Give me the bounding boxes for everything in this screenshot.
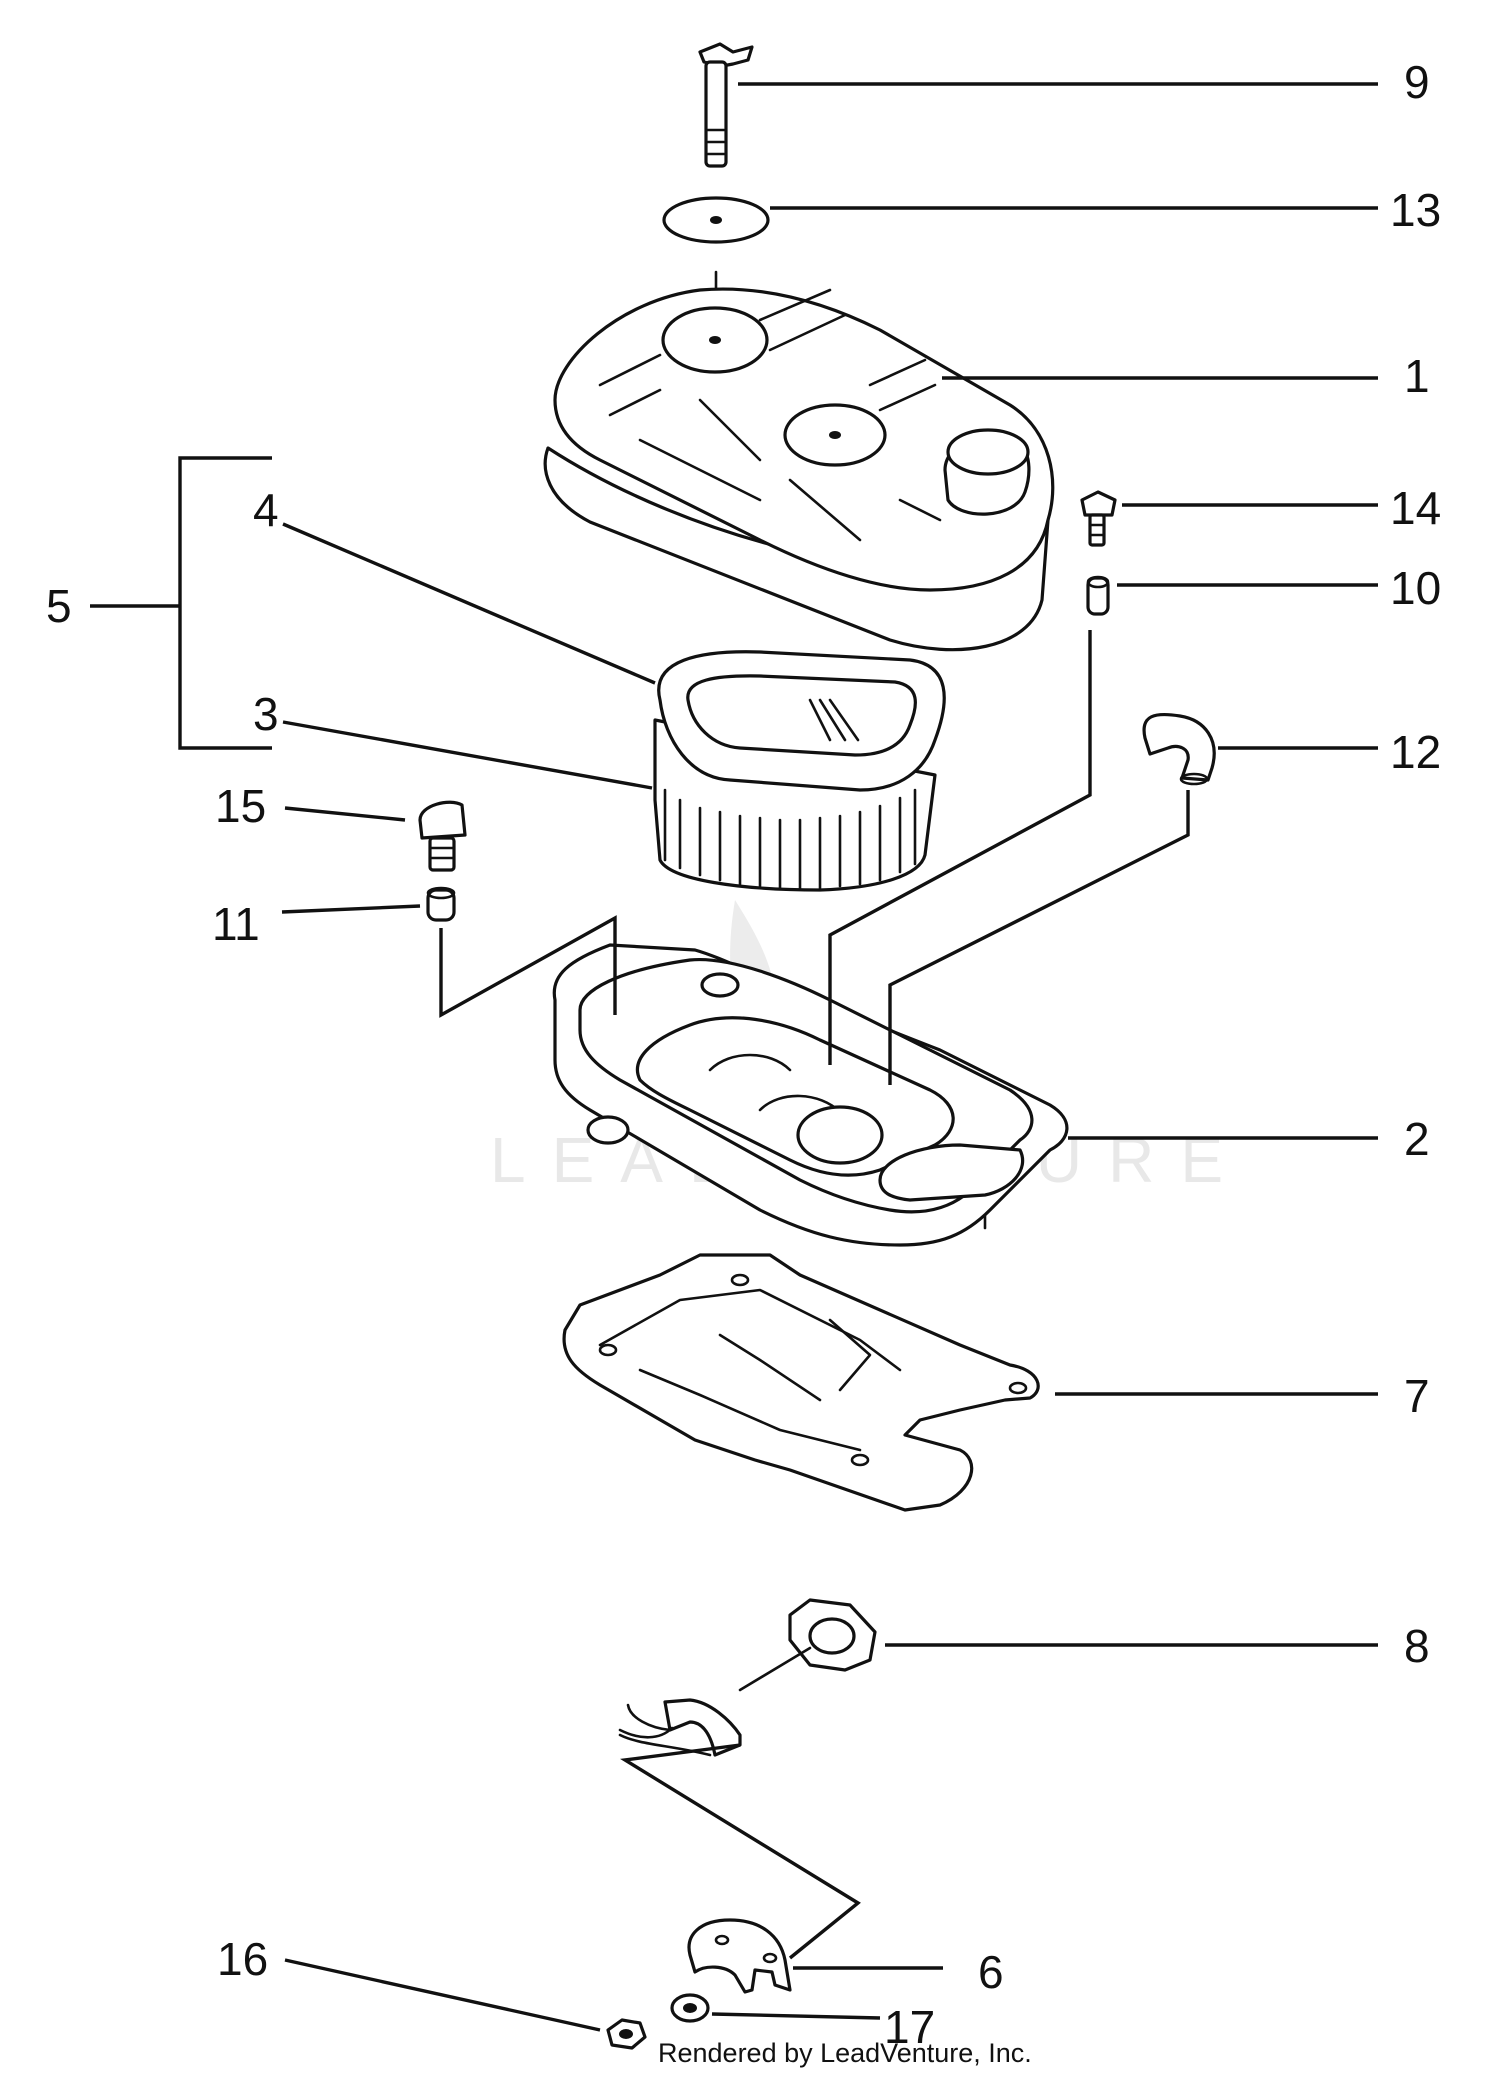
callout-4: 4 [253, 484, 279, 536]
callout-12: 12 [1390, 726, 1441, 778]
part-8-gasket [738, 1598, 877, 1692]
callout-15: 15 [215, 780, 266, 832]
part-2-air-cleaner-base [552, 943, 1069, 1247]
part-11-collar [426, 886, 456, 922]
callout-11: 11 [212, 898, 260, 950]
callout-7: 7 [1404, 1370, 1430, 1422]
part-10-collar [1086, 575, 1110, 616]
part-9-wing-bolt [698, 42, 754, 168]
part-7-base-plate [562, 1253, 1040, 1512]
callout-2: 2 [1404, 1113, 1430, 1165]
part-12-elbow-hose [1142, 712, 1216, 786]
render-credit: Rendered by LeadVenture, Inc. [658, 2038, 1032, 2068]
callout-1: 1 [1404, 350, 1430, 402]
part-4-3-filter-element [653, 650, 946, 892]
part-14-screw [1080, 490, 1117, 547]
callout-labels: 9 13 1 14 10 12 5 4 3 15 11 2 7 8 16 6 1… [46, 56, 1441, 2053]
part-15-screw [418, 800, 467, 872]
assembly-connector-lines [439, 630, 1190, 1960]
callout-13: 13 [1390, 184, 1441, 236]
callout-16: 16 [217, 1933, 268, 1985]
part-17-washer [670, 1993, 710, 2023]
callout-10: 10 [1390, 562, 1441, 614]
callout-8: 8 [1404, 1620, 1430, 1672]
callout-14: 14 [1390, 482, 1441, 534]
leader-lines [90, 82, 1378, 2032]
callout-9: 9 [1404, 56, 1430, 108]
callout-6: 6 [978, 1946, 1004, 1998]
callout-17: 17 [884, 2001, 935, 2053]
callout-5: 5 [46, 580, 72, 632]
callout-3: 3 [253, 688, 279, 740]
part-1-air-cleaner-cover [543, 287, 1055, 652]
part-16-nut [606, 2018, 647, 2050]
